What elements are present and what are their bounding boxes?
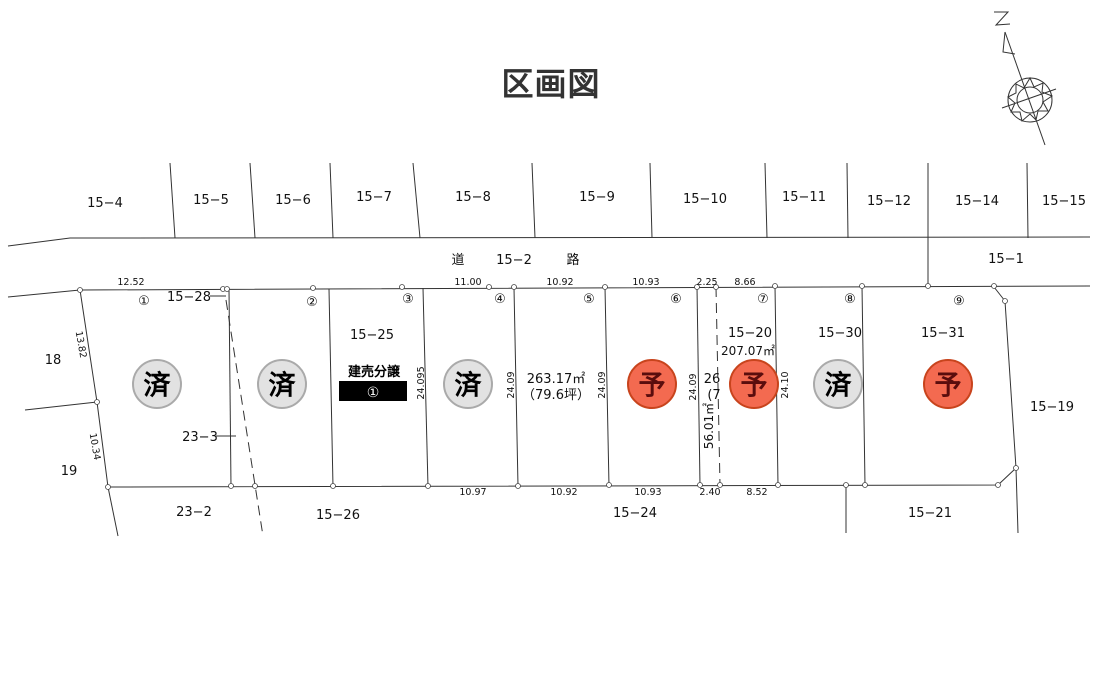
dimension: 10.92 xyxy=(546,277,573,288)
dimensions: 12.52 11.00 10.92 10.93 2.25 8.66 10.97 … xyxy=(73,277,791,498)
lot-number: ④ xyxy=(494,292,506,307)
parcel-label: 15−5 xyxy=(193,193,229,208)
parcel-label: 15−31 xyxy=(921,326,965,341)
marker-circle xyxy=(132,359,182,409)
marker-text: 済 xyxy=(144,370,172,402)
lot-area: 207.07㎡ xyxy=(721,344,775,358)
ready-built-badge[interactable]: 建売分譲 ① xyxy=(339,364,407,401)
north-parcel-labels: 15−4 15−5 15−6 15−7 15−8 15−9 15−10 15−1… xyxy=(87,190,1086,211)
status-markers: 済済済予予済予 xyxy=(132,359,973,409)
parcel-label: 15−24 xyxy=(613,506,657,521)
parcel-label: 15−20 xyxy=(728,326,772,341)
parcel-label: 15−7 xyxy=(356,190,392,205)
parcel-label: 15−8 xyxy=(455,190,491,205)
lot-number: ② xyxy=(306,295,318,310)
parcel-label: 15−26 xyxy=(316,508,360,523)
marker-circle xyxy=(257,359,307,409)
parcel-label: 15−11 xyxy=(782,190,826,205)
parcel-label: 15−25 xyxy=(350,328,394,343)
marker-text: 済 xyxy=(825,370,853,402)
badge-bar xyxy=(339,381,407,401)
dimension: 12.52 xyxy=(117,277,144,288)
marker-circle xyxy=(813,359,863,409)
parcel-label: 15−14 xyxy=(955,194,999,209)
north-parcel-dividers xyxy=(169,162,1029,286)
road-label: 路 xyxy=(566,252,579,268)
parcel-label: 15−30 xyxy=(818,326,862,341)
dimension: 8.52 xyxy=(746,487,767,498)
dimension: 24.09 xyxy=(597,371,608,398)
page-title: 区画図 xyxy=(501,65,600,103)
parcel-label: 23−3 xyxy=(182,430,218,445)
sold-marker[interactable]: 済 xyxy=(257,359,307,409)
parcel-label: 15−4 xyxy=(87,196,123,211)
dimension: 24.095 xyxy=(416,366,427,399)
dimension: 24.09 xyxy=(688,373,699,400)
lot-area-tsubo: （79.6坪） xyxy=(522,388,590,403)
parcel-label: 15−9 xyxy=(579,190,615,205)
parcel-label: 15−21 xyxy=(908,506,952,521)
parcel-label: 18 xyxy=(45,353,62,368)
survey-points xyxy=(77,283,1019,490)
dimension: 10.97 xyxy=(459,487,486,498)
marker-text: 予 xyxy=(935,371,962,402)
road-label: 道 xyxy=(451,253,464,268)
parcel-label: 15−28 xyxy=(167,290,211,305)
sold-marker[interactable]: 済 xyxy=(443,359,493,409)
dimension: 13.82 xyxy=(73,330,89,359)
marker-text: 済 xyxy=(269,370,297,402)
sold-marker[interactable]: 済 xyxy=(132,359,182,409)
badge-number: ① xyxy=(367,385,380,401)
marker-text: 済 xyxy=(455,370,483,402)
road-label: 15−2 xyxy=(496,253,532,268)
dimension: 10.92 xyxy=(550,487,577,498)
dimension: 10.34 xyxy=(87,432,103,461)
sold-marker[interactable]: 済 xyxy=(813,359,863,409)
dimension: 2.40 xyxy=(699,487,720,498)
lot-number: ③ xyxy=(402,292,414,307)
marker-circle xyxy=(443,359,493,409)
dimension: 11.00 xyxy=(454,277,481,288)
lot-number: ⑨ xyxy=(953,294,965,309)
parcel-label: 19 xyxy=(61,464,78,479)
lot-boundaries xyxy=(24,285,1019,537)
lot-number: ⑤ xyxy=(583,292,595,307)
reserved-marker[interactable]: 予 xyxy=(729,359,779,409)
lot-number: ⑥ xyxy=(670,292,682,307)
marker-circle xyxy=(923,359,973,409)
lot-area-partial: (7 xyxy=(707,388,720,403)
dimension: 10.93 xyxy=(634,487,661,498)
reserved-marker[interactable]: 予 xyxy=(923,359,973,409)
parcel-label: 15−6 xyxy=(275,193,311,208)
marker-circle xyxy=(627,359,677,409)
lot-number: ⑦ xyxy=(757,292,769,307)
dimension: 24.10 xyxy=(780,371,791,398)
lot-area-partial: 26 xyxy=(704,372,721,387)
reserved-marker[interactable]: 予 xyxy=(627,359,677,409)
dimension: 24.09 xyxy=(506,371,517,398)
parcel-label: 15−19 xyxy=(1030,400,1074,415)
dimension: 8.66 xyxy=(734,277,755,288)
parcel-label: 23−2 xyxy=(176,505,212,520)
north-arrow-compass-icon xyxy=(994,11,1057,146)
lot-numbers: ① ② ③ ④ ⑤ ⑥ ⑦ ⑧ ⑨ xyxy=(138,292,965,310)
parcel-label: 15−10 xyxy=(683,192,727,207)
strip-area: 56.01㎡ xyxy=(702,403,716,449)
parcel-label: 15−1 xyxy=(988,252,1024,267)
marker-circle xyxy=(729,359,779,409)
parcel-label: 15−12 xyxy=(867,194,911,209)
lot-number: ① xyxy=(138,294,150,309)
dimension: 2.25 xyxy=(696,277,717,288)
lot-area: 263.17㎡ xyxy=(527,372,586,387)
marker-text: 予 xyxy=(639,371,666,402)
badge-title: 建売分譲 xyxy=(348,364,401,380)
marker-text: 予 xyxy=(741,371,768,402)
parcel-label: 15−15 xyxy=(1042,194,1086,209)
lot-number: ⑧ xyxy=(844,292,856,307)
road-north-edge xyxy=(7,236,1091,247)
dimension: 10.93 xyxy=(632,277,659,288)
